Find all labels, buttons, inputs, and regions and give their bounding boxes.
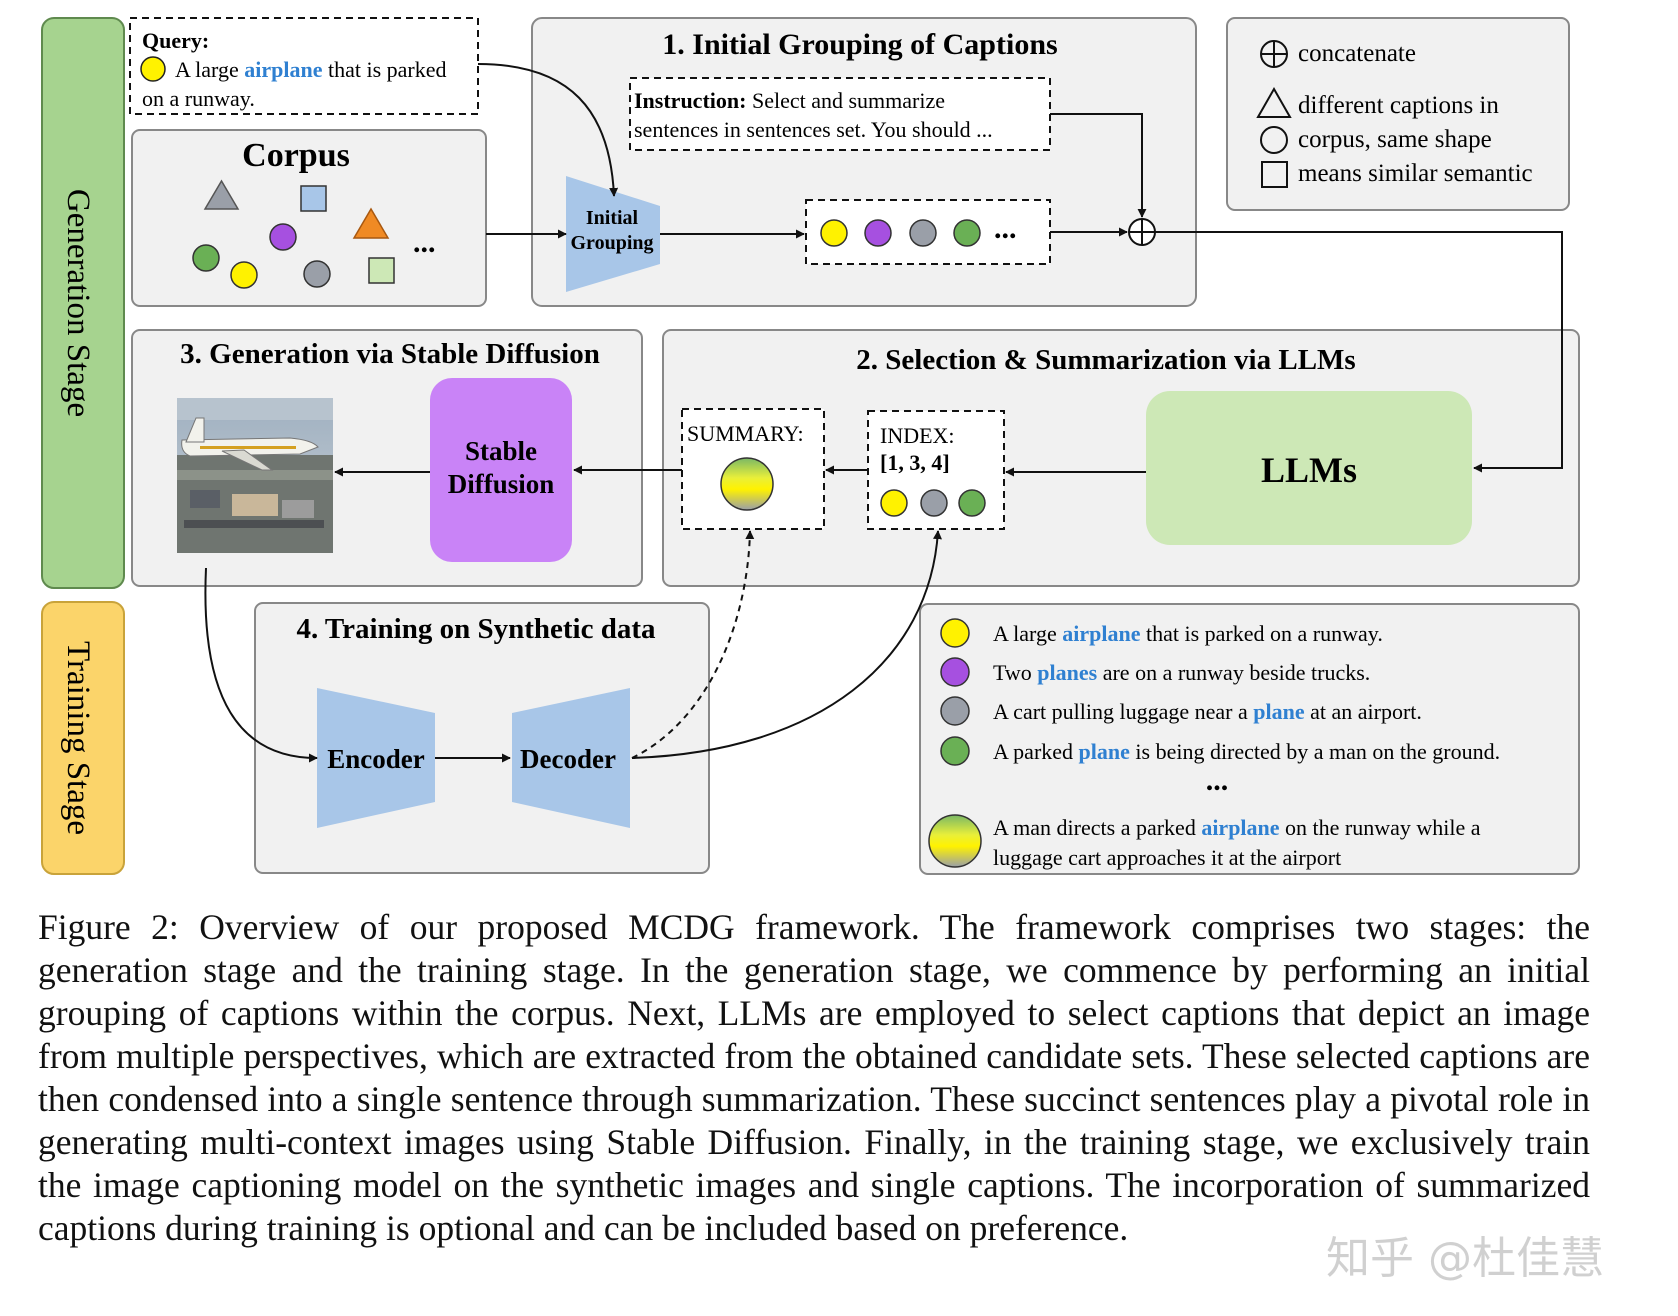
legend-triangle-icon bbox=[1256, 86, 1292, 118]
corpus-title: Corpus bbox=[242, 137, 350, 174]
arrow-query-to-grouping bbox=[477, 63, 619, 197]
legend-line1: different captions in bbox=[1298, 92, 1499, 119]
legend-concatenate: concatenate bbox=[1298, 40, 1416, 67]
legend-line2: corpus, same shape bbox=[1298, 126, 1492, 153]
generation-stage-label: Generation Stage bbox=[60, 189, 96, 417]
legend-box: concatenate different captions in corpus… bbox=[1226, 17, 1570, 211]
encoder-label: Encoder bbox=[327, 744, 425, 774]
generation-stage-bar: Generation Stage bbox=[41, 17, 125, 589]
caption-3: A cart pulling luggage near a plane at a… bbox=[993, 699, 1422, 724]
corpus-square-blue bbox=[300, 185, 327, 212]
legend-square-icon bbox=[1261, 161, 1288, 188]
initial-grouping-panel: 1. Initial Grouping of Captions Instruct… bbox=[531, 17, 1197, 307]
initial-grouping-title: 1. Initial Grouping of Captions bbox=[662, 28, 1057, 61]
corpus-circle-gray bbox=[303, 260, 331, 288]
query-text-line1: A large airplane that is parked bbox=[175, 57, 447, 82]
grouped-dot-purple bbox=[864, 219, 892, 247]
generation-title: 3. Generation via Stable Diffusion bbox=[180, 338, 600, 370]
summary-gradient-circle bbox=[720, 457, 774, 511]
corpus-circle-green bbox=[192, 244, 220, 272]
generated-airplane-image bbox=[177, 398, 333, 553]
query-dot-yellow bbox=[140, 56, 166, 82]
instruction-line1: Instruction: Select and summarize bbox=[634, 88, 945, 113]
caption-list-panel: A large airplane that is parked on a run… bbox=[919, 603, 1580, 875]
corpus-panel: Corpus ... bbox=[131, 129, 487, 307]
stable-diffusion-block bbox=[430, 378, 572, 562]
grouped-dot-green bbox=[953, 219, 981, 247]
decoder-label: Decoder bbox=[520, 744, 616, 774]
stable-diffusion-line2: Diffusion bbox=[448, 469, 555, 499]
query-label: Query: bbox=[142, 28, 209, 53]
figure-caption: Figure 2: Overview of our proposed MCDG … bbox=[38, 907, 1590, 1248]
corpus-square-green bbox=[368, 257, 395, 284]
corpus-triangle-gray bbox=[203, 179, 240, 210]
caption-5-line2: luggage cart approaches it at the airpor… bbox=[993, 845, 1341, 870]
query-box: Query: A large airplane that is parked o… bbox=[129, 17, 479, 115]
arrow-concat-to-llm bbox=[1155, 231, 1563, 473]
instruction-line2: sentences in sentences set. You should .… bbox=[634, 117, 993, 142]
arrow-decoder-to-index bbox=[631, 530, 942, 759]
generation-panel: 3. Generation via Stable Diffusion Stabl… bbox=[131, 329, 643, 587]
connector-arrows bbox=[204, 63, 1563, 763]
index-dot-yellow bbox=[880, 489, 908, 517]
concatenate-icon bbox=[1260, 40, 1288, 68]
training-stage-label: Training Stage bbox=[60, 641, 96, 835]
index-dot-green bbox=[958, 489, 986, 517]
corpus-circle-purple bbox=[269, 223, 297, 251]
initial-grouping-block-line2: Grouping bbox=[571, 232, 654, 254]
caption-dot-yellow bbox=[940, 618, 970, 648]
caption-dot-green bbox=[940, 736, 970, 766]
legend-circle-icon bbox=[1260, 126, 1288, 154]
initial-grouping-block bbox=[566, 176, 660, 292]
arrow-image-to-encoder bbox=[204, 567, 318, 763]
instruction-box bbox=[629, 77, 1051, 151]
grouped-dot-yellow bbox=[820, 219, 848, 247]
grouped-dot-gray bbox=[909, 219, 937, 247]
corpus-ellipsis: ... bbox=[413, 226, 436, 259]
caption-dot-gray bbox=[940, 696, 970, 726]
query-text-line2: on a runway. bbox=[142, 86, 255, 111]
caption-dot-summary bbox=[928, 814, 982, 868]
llm-block bbox=[1146, 391, 1472, 545]
selection-panel: 2. Selection & Summarization via LLMs SU… bbox=[662, 329, 1580, 587]
summary-label: SUMMARY: bbox=[687, 421, 804, 446]
caption-4: A parked plane is being directed by a ma… bbox=[993, 739, 1500, 764]
legend-line3: means similar semantic bbox=[1298, 160, 1533, 187]
index-value: [1, 3, 4] bbox=[880, 450, 950, 475]
index-dot-gray bbox=[920, 489, 948, 517]
grouped-ellipsis: ... bbox=[994, 212, 1017, 245]
training-stage-bar: Training Stage bbox=[41, 601, 125, 875]
initial-grouping-block-line1: Initial bbox=[586, 207, 639, 229]
training-title: 4. Training on Synthetic data bbox=[296, 613, 656, 645]
arrow-decoder-to-summary-dashed bbox=[631, 530, 755, 759]
caption-5-line1: A man directs a parked airplane on the r… bbox=[993, 815, 1481, 840]
corpus-circle-yellow bbox=[230, 261, 258, 289]
arrow-instruction-to-concat bbox=[1050, 113, 1147, 218]
decoder-block bbox=[512, 688, 630, 828]
caption-1: A large airplane that is parked on a run… bbox=[993, 621, 1383, 646]
caption-2: Two planes are on a runway beside trucks… bbox=[993, 660, 1370, 685]
stable-diffusion-line1: Stable bbox=[465, 436, 537, 466]
concatenate-operator-icon bbox=[1128, 218, 1156, 246]
corpus-triangle-orange bbox=[352, 207, 390, 239]
selection-title: 2. Selection & Summarization via LLMs bbox=[856, 344, 1355, 376]
training-panel: 4. Training on Synthetic data Encoder De… bbox=[254, 602, 710, 874]
llm-label: LLMs bbox=[1261, 450, 1357, 490]
caption-dot-purple bbox=[940, 657, 970, 687]
index-label: INDEX: bbox=[880, 423, 955, 448]
watermark-text: 知乎 @杜佳慧 bbox=[1326, 1233, 1604, 1284]
caption-ellipsis: ... bbox=[1206, 764, 1229, 797]
encoder-block bbox=[317, 688, 435, 828]
